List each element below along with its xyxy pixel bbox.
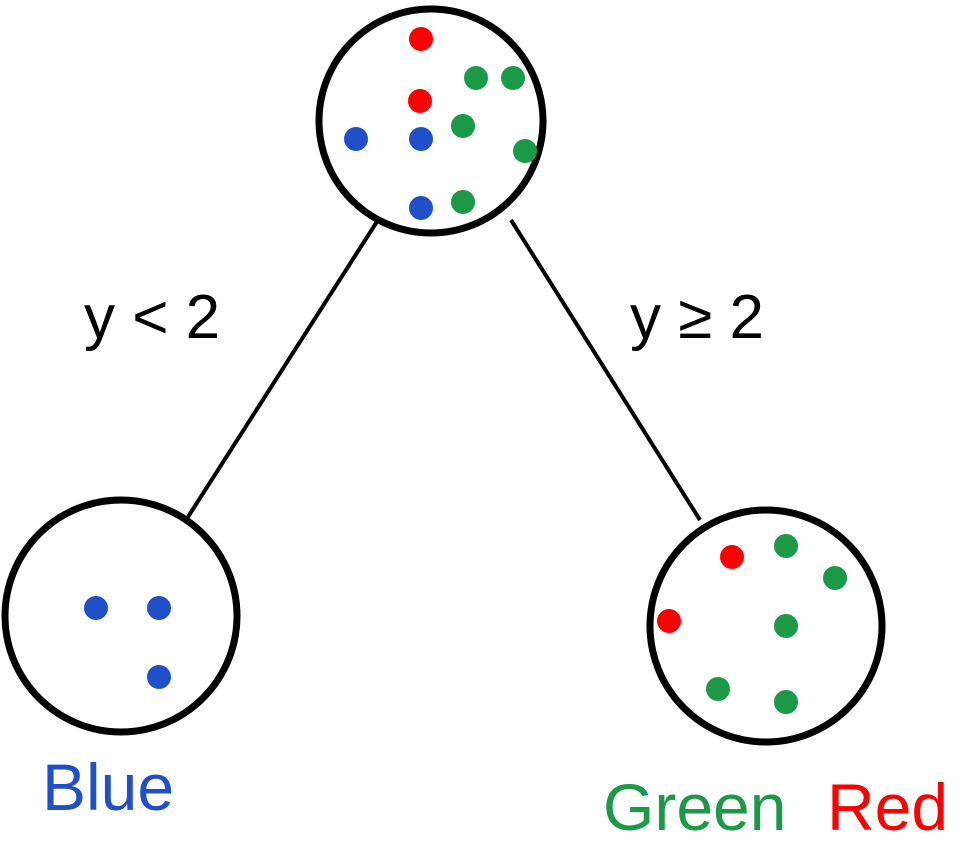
left-leaf-node <box>1 496 241 736</box>
blue-sample-point <box>147 665 171 689</box>
blue-sample-point <box>409 196 433 220</box>
blue-sample-point <box>344 127 368 151</box>
red-sample-point <box>657 609 681 633</box>
root-node-points <box>344 27 537 220</box>
green-sample-point <box>774 690 798 714</box>
green-sample-point <box>464 66 488 90</box>
right-node-points <box>657 534 847 714</box>
green-sample-point <box>501 66 525 90</box>
red-sample-point <box>408 89 432 113</box>
root-node <box>315 5 547 237</box>
green-sample-point <box>451 190 475 214</box>
green-sample-point <box>774 614 798 638</box>
green-sample-point <box>823 566 847 590</box>
right-condition-label: y ≥ 2 <box>630 283 764 352</box>
right-leaf-node <box>646 506 886 746</box>
left-leaf-label: Blue <box>42 750 174 824</box>
red-sample-point <box>720 545 744 569</box>
right-leaf-label-red: Red <box>827 770 948 844</box>
right-leaf-label-green: Green <box>603 770 786 844</box>
blue-sample-point <box>409 127 433 151</box>
edge-left <box>184 218 380 522</box>
left-condition-label: y < 2 <box>84 283 220 352</box>
edge-right <box>509 218 702 522</box>
red-sample-point <box>409 27 433 51</box>
blue-sample-point <box>84 596 108 620</box>
left-node-points <box>84 596 171 689</box>
green-sample-point <box>774 534 798 558</box>
green-sample-point <box>451 114 475 138</box>
green-sample-point <box>513 139 537 163</box>
blue-sample-point <box>147 596 171 620</box>
green-sample-point <box>706 677 730 701</box>
